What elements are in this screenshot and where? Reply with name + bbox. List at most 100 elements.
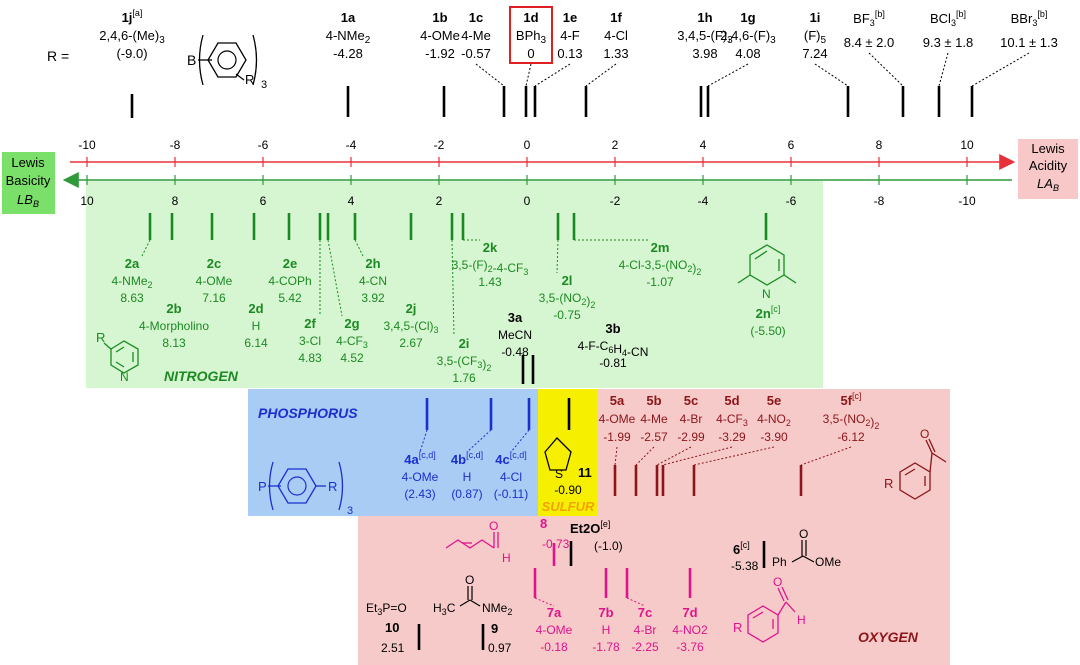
lewis-acid-value: 9.3 ± 1.8 bbox=[923, 35, 974, 50]
oxygen-class-label: OXYGEN bbox=[858, 629, 919, 645]
nitrogen-id: 2h bbox=[365, 256, 380, 271]
basicity-tick-label: -8 bbox=[874, 194, 885, 208]
ketone-id: 5e bbox=[767, 393, 781, 408]
nitrogen-value: 6.14 bbox=[244, 336, 268, 350]
aldehyde-id: 7c bbox=[638, 605, 652, 620]
leader-line bbox=[466, 429, 492, 453]
dma-structure bbox=[459, 586, 481, 607]
acidity-tick-label: 10 bbox=[960, 138, 974, 152]
svg-text:R: R bbox=[328, 479, 337, 494]
phosphorus-substituent: H bbox=[463, 470, 472, 484]
leader-line bbox=[525, 63, 532, 87]
nitrogen-substituent: 4-Cl-3,5-(NO2)2 bbox=[619, 258, 702, 277]
aldehyde-value: -0.18 bbox=[540, 640, 568, 654]
nitrogen-value: 2.67 bbox=[399, 336, 423, 350]
aldehyde-id: 7b bbox=[598, 605, 613, 620]
ketone-entries: 5a4-OMe-1.995b4-Me-2.575c4-Br-2.995d4-CF… bbox=[599, 391, 879, 496]
nitrogen-substituent: 4-NMe2 bbox=[111, 274, 152, 290]
nitrile-substituent: MeCN bbox=[498, 328, 532, 342]
leader-line bbox=[585, 63, 617, 87]
aldehyde-substituent: 4-NO2 bbox=[672, 623, 708, 637]
lewis-acid-substituent: 4-OMe bbox=[420, 28, 460, 43]
lewis-acid-id: BBr3[b] bbox=[1011, 9, 1048, 28]
acetophenone-R: R bbox=[884, 476, 893, 491]
aldehyde-substituent: 4-Br bbox=[634, 623, 657, 637]
svg-text:S: S bbox=[555, 467, 563, 481]
leader-line bbox=[656, 446, 692, 466]
lewis-acid-value: 7.24 bbox=[802, 46, 827, 61]
aldehyde-id: 7d bbox=[682, 605, 697, 620]
leader-line bbox=[971, 52, 1030, 87]
ketone-id: 5c bbox=[684, 393, 698, 408]
phosphorus-substituent: 4-Cl bbox=[500, 470, 522, 484]
dma-value: 0.97 bbox=[488, 641, 512, 655]
lewis-acid-id: BCl3[b] bbox=[930, 9, 966, 28]
lewis-acid-substituent: (F)5 bbox=[804, 28, 827, 46]
lewis-acid-id: BF3[b] bbox=[853, 9, 885, 28]
nitrogen-id: 2l bbox=[562, 273, 573, 288]
leader-line bbox=[451, 239, 455, 337]
nitrile-id: 3a bbox=[508, 310, 523, 325]
lewis-acid-value: -0.57 bbox=[461, 46, 491, 61]
nitrogen-substituent: 3,5-(CF3)2 bbox=[437, 354, 492, 373]
crotonaldehyde-structure bbox=[445, 532, 499, 549]
nitrogen-class-label: NITROGEN bbox=[164, 368, 239, 384]
basicity-label-line2: Basicity bbox=[6, 173, 51, 188]
leader-line bbox=[141, 239, 151, 257]
lewis-acid-id: 1b bbox=[432, 10, 447, 25]
leader-line bbox=[327, 239, 343, 317]
nitrogen-value: -0.75 bbox=[553, 308, 581, 322]
lewis-acid-id: 1d bbox=[523, 10, 538, 25]
bph3-highlight-box bbox=[509, 6, 553, 64]
ketone-substituent: 4-Me bbox=[640, 412, 668, 426]
nitrile-value: -0.81 bbox=[599, 356, 627, 370]
lewis-acid-substituent: 2,4,6-(F)3 bbox=[720, 28, 776, 46]
phosphorus-id: 4c[c,d] bbox=[495, 450, 526, 467]
nitrogen-id: 2n[c] bbox=[756, 304, 781, 321]
lewis-acid-id: 1e bbox=[563, 10, 577, 25]
nitrogen-id: 2g bbox=[344, 316, 359, 331]
acetophenone-structure bbox=[899, 438, 947, 500]
acidity-tick-label: -4 bbox=[346, 138, 357, 152]
lewis-acid-value: 8.4 ± 2.0 bbox=[844, 35, 895, 50]
nitrogen-id: 2f bbox=[304, 316, 316, 331]
ketone-value: -2.57 bbox=[640, 430, 668, 444]
nitrogen-panel bbox=[86, 181, 823, 388]
ketone-id: 5d bbox=[724, 393, 739, 408]
aldehyde-value: -2.25 bbox=[631, 640, 659, 654]
acidity-tick-label: -6 bbox=[258, 138, 269, 152]
leader-line bbox=[868, 52, 904, 87]
lewis-acid-substituent: 4-Me bbox=[461, 28, 491, 43]
phosphorus-class-label: PHOSPHORUS bbox=[258, 405, 358, 421]
lewis-acid-id: 1f bbox=[610, 10, 622, 25]
acidity-tick-label: 0 bbox=[524, 138, 531, 152]
ester-OMe: OMe bbox=[815, 555, 841, 569]
benzaldehyde-H: H bbox=[797, 613, 806, 627]
lutidine-structure bbox=[737, 244, 797, 286]
ester-O: O bbox=[799, 527, 808, 541]
benzaldehyde-structure bbox=[747, 586, 796, 643]
aldehyde-substituent: 4-OMe bbox=[536, 623, 573, 637]
leader-line bbox=[510, 429, 530, 453]
nitrogen-id: 2c bbox=[207, 256, 221, 271]
basicity-label-line1: Lewis bbox=[11, 155, 45, 170]
nitrile-id: 3b bbox=[605, 321, 620, 336]
ketone-substituent: 4-OMe bbox=[599, 412, 636, 426]
ketone-value: -2.99 bbox=[677, 430, 705, 444]
nitrogen-value: 8.13 bbox=[162, 336, 186, 350]
dma-id: 9 bbox=[491, 621, 498, 636]
r-equals-label: R = bbox=[47, 48, 69, 64]
dma-H3C: H3C bbox=[433, 601, 456, 617]
lewis-acid-substituent: 4-NMe2 bbox=[326, 28, 371, 46]
aldehyde-value: -3.76 bbox=[676, 640, 704, 654]
basicity-label-box bbox=[2, 152, 55, 214]
nitrogen-value: 4.52 bbox=[340, 351, 364, 365]
leader-line bbox=[354, 239, 364, 257]
lutidine-N: N bbox=[762, 287, 771, 301]
lewis-acid-substituent: BPh3 bbox=[516, 28, 547, 46]
basicity-tick-label: 4 bbox=[348, 194, 355, 208]
nitrogen-substituent: 3-Cl bbox=[299, 334, 321, 348]
ketone-value: -6.12 bbox=[837, 430, 865, 444]
lewis-acid-id: 1i bbox=[810, 10, 821, 25]
